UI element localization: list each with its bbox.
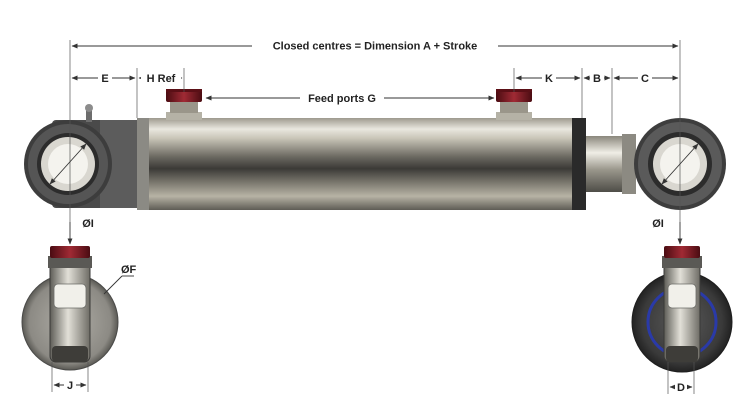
dimension-b-label: B (593, 73, 601, 85)
cylinder-assembly (24, 89, 726, 210)
feed-port-left (166, 89, 202, 120)
cylinder-barrel (137, 118, 579, 210)
dimension-j-label: J (67, 380, 73, 392)
dimension-f-label: ØF (121, 264, 137, 276)
dimensions: Closed centres = Dimension A + Stroke E … (49, 38, 699, 245)
bore-left-label: ØI (82, 218, 94, 230)
side-view-right: D (631, 246, 733, 394)
feed-ports-label: Feed ports G (308, 93, 376, 105)
end-gland (572, 118, 586, 210)
dimension-d-label: D (677, 382, 685, 394)
left-clevis-eye (24, 104, 142, 208)
feed-port-right (496, 89, 532, 120)
bore-right-label: ØI (652, 218, 664, 230)
side-view-left: ØF J (21, 246, 137, 392)
dimension-h-ref-label: H Ref (147, 73, 176, 85)
dimension-c-label: C (641, 73, 649, 85)
dimension-k-label: K (545, 73, 553, 85)
dimension-e-label: E (101, 73, 108, 85)
closed-centres-label: Closed centres = Dimension A + Stroke (273, 41, 478, 53)
